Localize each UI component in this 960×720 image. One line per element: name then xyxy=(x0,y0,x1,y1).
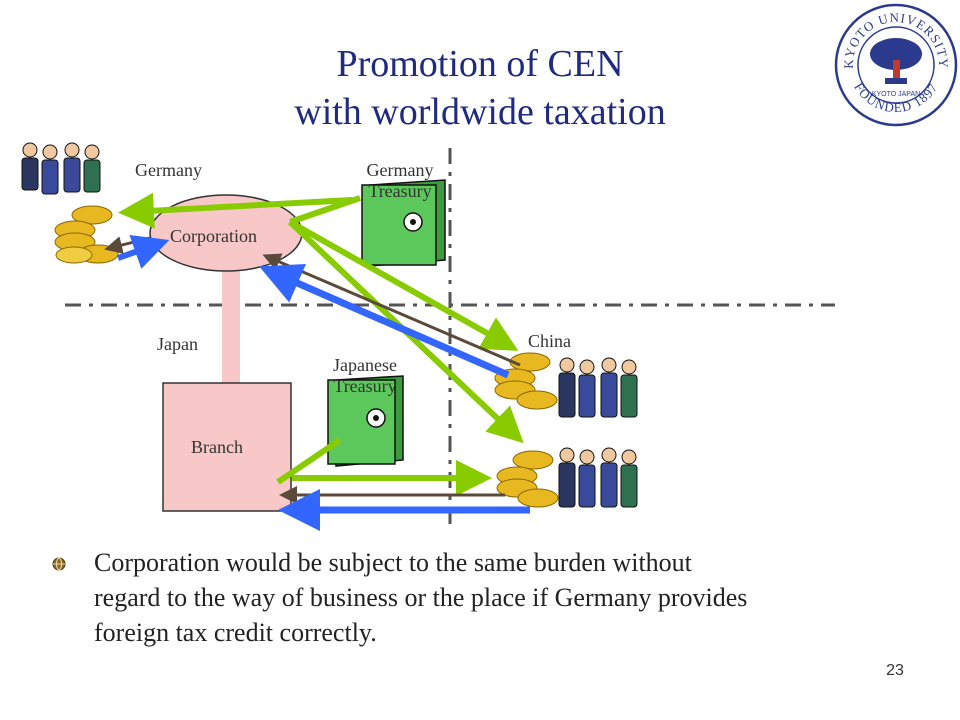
label-branch: Branch xyxy=(191,437,243,457)
label-china: China xyxy=(528,331,571,351)
label-japan: Japan xyxy=(157,334,198,354)
arrow-corp-to-treasury-green xyxy=(289,195,361,225)
bullet-text: Corporation would be subject to the same… xyxy=(94,545,914,650)
arrow-china-to-corp-brown xyxy=(262,253,521,367)
germany-coins-icon xyxy=(54,205,119,264)
arrow-branch-to-jp-treasury-green xyxy=(276,437,342,485)
china-bottom-coins-icon xyxy=(496,450,559,508)
label-japanese-treasury-line2: Treasury xyxy=(333,376,397,396)
japanese-treasury-safe-icon xyxy=(327,375,404,467)
label-germany-treasury-line1: Germany xyxy=(366,160,434,180)
arrow-shareholders-to-corp-blue xyxy=(117,234,170,269)
title-line-1: Promotion of CEN xyxy=(336,43,624,85)
arrow-treasury-to-germany-green xyxy=(118,192,353,229)
germany-shareholders-icon xyxy=(21,142,101,195)
germany-treasury-safe-icon xyxy=(361,179,446,267)
label-germany: Germany xyxy=(135,160,202,180)
slide-title: Promotion of CEN with worldwide taxation xyxy=(210,40,750,136)
label-germany-treasury: Germany Treasury xyxy=(345,160,455,202)
label-corporation: Corporation xyxy=(170,226,257,246)
arrow-china-to-corp-blue xyxy=(259,263,510,379)
corporation-branch-connector xyxy=(222,260,240,385)
bullet-text-line2: regard to the way of business or the pla… xyxy=(94,583,748,612)
arrow-corp-to-china-top-green xyxy=(288,219,519,351)
title-line-2: with worldwide taxation xyxy=(294,91,666,133)
bullet-text-line1: Corporation would be subject to the same… xyxy=(94,548,692,577)
branch-box xyxy=(162,382,292,512)
cen-diagram: Germany Germany Treasury Corporation Jap… xyxy=(0,130,960,540)
china-top-coins-icon xyxy=(494,352,558,410)
page-number: 23 xyxy=(886,662,904,679)
china-bottom-people-icon xyxy=(558,447,638,508)
label-japanese-treasury: Japanese Treasury xyxy=(315,355,415,397)
china-top-people-icon xyxy=(558,357,638,418)
diagram-canvas xyxy=(21,142,835,531)
label-germany-treasury-line2: Treasury xyxy=(368,181,432,201)
bullet-text-line3: foreign tax credit correctly. xyxy=(94,618,377,647)
globe-bullet-icon xyxy=(52,557,66,571)
kyoto-university-seal-icon: KYOTO UNIVERSITY FOUNDED 1897 KYOTO JAPA… xyxy=(834,3,958,127)
label-japanese-treasury-line1: Japanese xyxy=(333,355,397,375)
svg-text:KYOTO JAPAN: KYOTO JAPAN xyxy=(872,91,920,98)
